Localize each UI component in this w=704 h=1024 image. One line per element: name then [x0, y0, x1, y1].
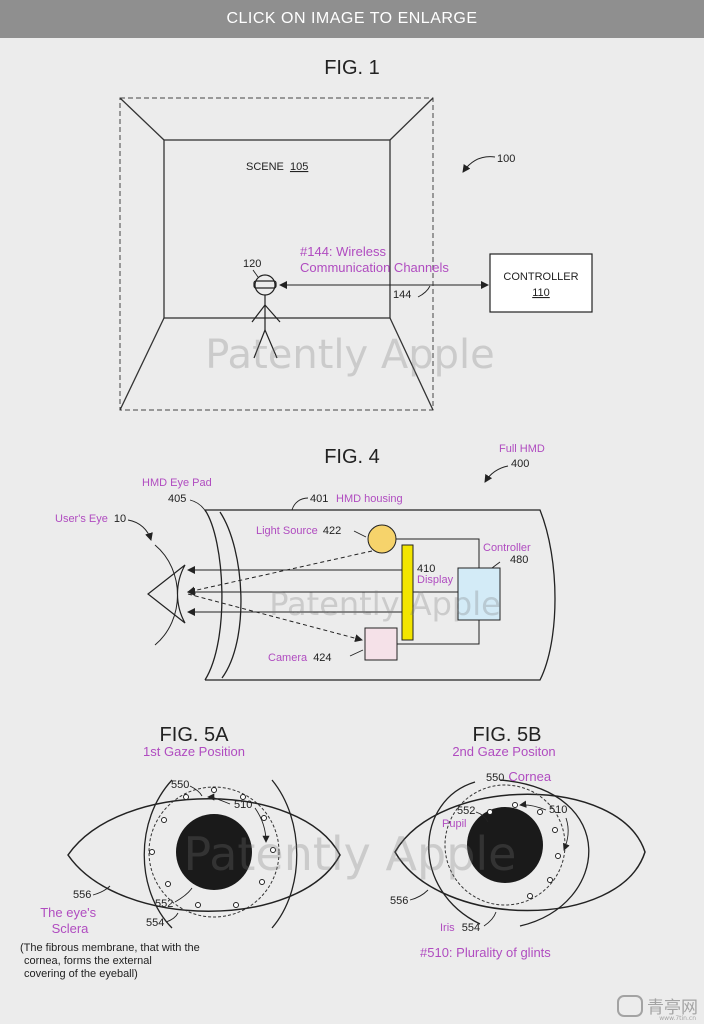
fig5a-sclera-label: The eye's Sclera — [40, 905, 100, 936]
fig1-ref-100: 100 — [497, 153, 515, 165]
watermark-fig5: Patently Apple — [184, 827, 517, 881]
fig4-user-eye — [147, 564, 186, 624]
fig5b-cornea-label: 550 Cornea — [486, 769, 552, 784]
fig5b-ref-556: 556 — [390, 895, 408, 907]
fig5b: FIG. 5B 2nd Gaze Positon 550 Cornea 552 … — [390, 724, 646, 960]
fig5a-ref-550: 550 — [171, 779, 189, 791]
fig5a-ref-556: 556 — [73, 889, 91, 901]
fig5b-ref-510: 510 — [549, 804, 567, 816]
logo-name: 青亭网 — [647, 998, 698, 1018]
fig4-light-source — [367, 524, 397, 554]
fig5a-ref-552: 552 — [155, 898, 173, 910]
logo-url: www.7tin.cn — [659, 1015, 696, 1022]
fig5a-title: FIG. 5A — [160, 724, 230, 746]
fig1-scene-label: SCENE 105 — [246, 161, 308, 173]
fig5a-cornea — [143, 779, 298, 929]
watermark-fig1: Patently Apple — [205, 332, 495, 378]
fig5b-subtitle: 2nd Gaze Positon — [452, 744, 555, 759]
fig4-housing-label: HMD housing — [336, 493, 403, 505]
fig4-controller-label: Controller — [483, 542, 531, 554]
logo-mark-icon — [617, 994, 643, 1017]
fig5a-ref-554: 554 — [146, 917, 164, 929]
fig5b-title: FIG. 5B — [473, 724, 542, 746]
fig1-ref-120: 120 — [243, 258, 261, 270]
fig1: FIG. 1 SCENE 105 100 120 #144: — [119, 57, 593, 411]
fig5b-ref-552: 552 — [457, 805, 475, 817]
fig1-controller-box — [489, 253, 593, 313]
fig4-full-hmd-label: Full HMD — [499, 443, 545, 455]
fig5a-ref-510: 510 — [234, 799, 252, 811]
watermark-fig4: Patently Apple — [269, 585, 501, 623]
fig4-camera-label: Camera 424 — [268, 652, 332, 664]
fig1-wireless-label: #144: Wireless Communication Channels — [300, 244, 449, 275]
fig4-display-label: Display — [417, 574, 454, 586]
enlarge-image-banner[interactable]: CLICK ON IMAGE TO ENLARGE — [0, 0, 704, 38]
fig5b-pupil-label: Pupil — [442, 818, 466, 830]
fig5a-pupil — [176, 814, 252, 890]
fig4-light-source-label: Light Source 422 — [256, 525, 341, 537]
fig5b-glints-label: #510: Plurality of glints — [420, 945, 551, 960]
fig4-title: FIG. 4 — [324, 446, 380, 468]
fig5a-sclera-note: (The fibrous membrane, that with the cor… — [20, 942, 203, 980]
fig1-title: FIG. 1 — [324, 57, 380, 79]
fig4-ref-400: 400 — [511, 458, 529, 470]
fig1-controller-label: CONTROLLER — [503, 271, 578, 283]
fig5a-glints — [149, 787, 276, 908]
fig5a-eye-outline — [67, 798, 341, 912]
fig1-user-figure — [251, 274, 281, 359]
fig1-outer-dashed-box — [119, 97, 434, 411]
fig4-camera — [364, 627, 398, 661]
fig1-controller-ref: 110 — [532, 287, 550, 299]
fig4: FIG. 4 Full HMD 400 HMD Eye Pad 405 401 … — [55, 443, 556, 681]
fig5b-eye-outline — [394, 793, 646, 912]
fig5a-subtitle: 1st Gaze Position — [143, 744, 245, 759]
fig4-ref-401: 401 — [310, 493, 328, 505]
fig5b-pupil — [467, 807, 543, 883]
fig4-hmd-housing — [204, 509, 556, 681]
fig1-ref-144: 144 — [393, 289, 411, 301]
fig4-controller-box — [457, 567, 501, 621]
fig4-ref-405: 405 — [168, 493, 186, 505]
fig5b-iris-label: Iris 554 — [440, 922, 480, 934]
fig4-ref-480: 480 — [510, 554, 528, 566]
site-logo: 青亭网 — [617, 993, 698, 1018]
fig5a: FIG. 5A 1st Gaze Position 550 510 552 55… — [20, 724, 341, 980]
fig4-ref-410: 410 — [417, 563, 435, 575]
fig4-eye-pad-label: HMD Eye Pad — [142, 477, 212, 489]
fig4-users-eye-label: User's Eye 10 — [55, 513, 126, 525]
fig5b-glints — [487, 802, 561, 899]
fig5b-cornea — [428, 779, 590, 927]
fig1-ref-100-arrow — [462, 156, 496, 173]
fig4-optical-paths — [187, 538, 480, 645]
